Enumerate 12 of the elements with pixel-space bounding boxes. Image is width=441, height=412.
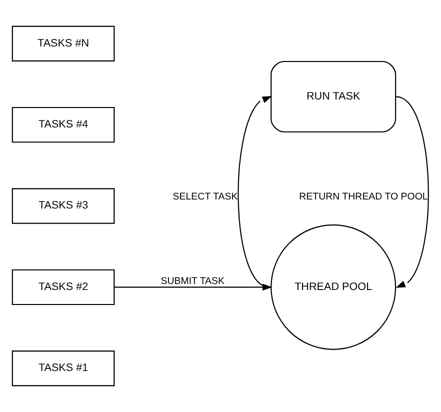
node-box: RUN TASK [270, 60, 396, 132]
node-box: TASKS #2 [12, 269, 115, 306]
node-box: TASKS #N [12, 26, 115, 62]
arrow [238, 96, 272, 288]
edge-label: SELECT TASK [172, 191, 238, 202]
node-circle: THREAD POOL [270, 224, 396, 350]
node-box: TASKS #3 [12, 188, 115, 224]
arrow [396, 96, 429, 288]
edge-label: RETURN THREAD TO POOL [299, 192, 428, 203]
node-box: TASKS #1 [12, 350, 115, 386]
node-box: TASKS #4 [12, 106, 115, 143]
edge-label: SUBMIT TASK [160, 276, 225, 288]
